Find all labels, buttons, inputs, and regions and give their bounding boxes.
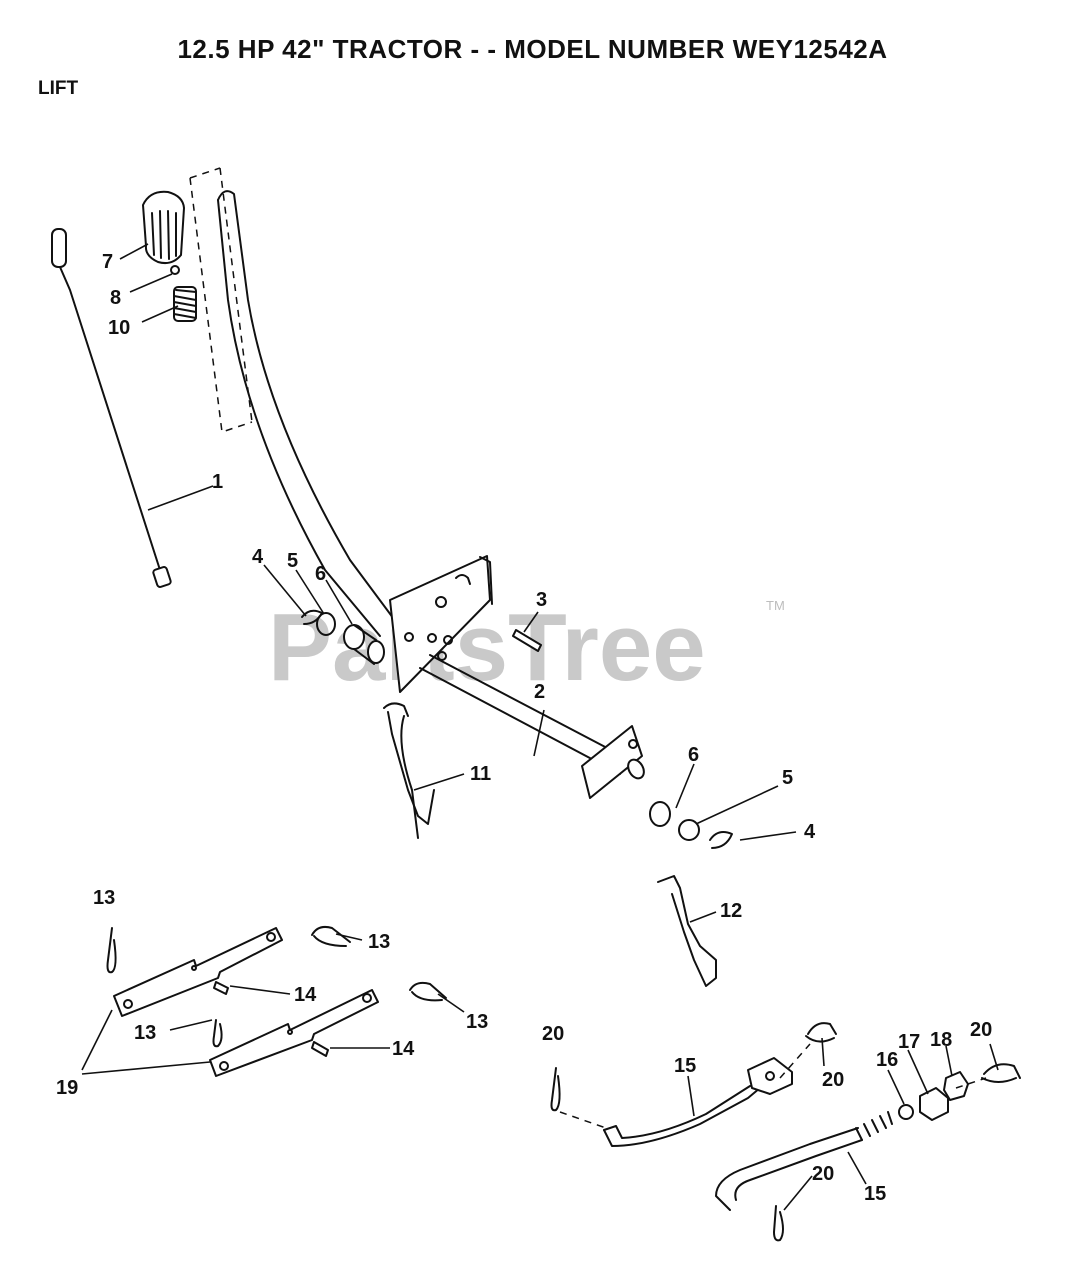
- part-5-washer-right[interactable]: [678, 819, 700, 841]
- part-4-clip-right[interactable]: [709, 831, 733, 849]
- callout-13a: 13: [93, 887, 115, 909]
- part-20-clip-a[interactable]: [550, 1067, 561, 1112]
- callout-4a: 4: [252, 546, 264, 568]
- callout-14a: 14: [294, 984, 317, 1006]
- part-15-adjust-rod-lower[interactable]: [715, 1111, 893, 1211]
- part-7-handle-grip[interactable]: [142, 190, 185, 265]
- leader-lines: [81, 243, 999, 1211]
- callout-1: 1: [212, 471, 223, 493]
- part-10-spring[interactable]: [173, 286, 197, 322]
- callout-5a: 5: [287, 550, 298, 572]
- callout-20c: 20: [970, 1019, 992, 1041]
- watermark: PartsTree: [268, 594, 706, 701]
- callout-11: 11: [470, 763, 491, 785]
- callout-2: 2: [534, 681, 545, 703]
- callout-20b: 20: [822, 1069, 844, 1091]
- lift-handle-arm[interactable]: [217, 190, 403, 637]
- part-13-hairpin-a[interactable]: [106, 927, 117, 974]
- callout-13c: 13: [134, 1022, 156, 1044]
- callout-10: 10: [108, 317, 130, 339]
- trademark-mark: TM: [766, 598, 785, 613]
- part-20-clip-c[interactable]: [981, 1063, 1021, 1083]
- part-2-lift-shaft[interactable]: [419, 654, 647, 799]
- part-15-adjust-rod-upper[interactable]: [603, 1057, 793, 1147]
- part-20-clip-b[interactable]: [805, 1022, 837, 1043]
- callout-labels: 1 2 3 4 4 5 5 6 6 7 8 10 11 12 13 13 13 …: [56, 251, 992, 1205]
- callout-19: 19: [56, 1077, 78, 1099]
- part-11-link-side: [400, 715, 419, 839]
- callout-8: 8: [110, 287, 121, 309]
- part-13-hairpin-d[interactable]: [409, 981, 447, 1002]
- part-16-washer[interactable]: [898, 1104, 914, 1120]
- callout-14b: 14: [392, 1038, 415, 1060]
- part-5-washer-left[interactable]: [316, 612, 336, 636]
- callout-17: 17: [898, 1031, 920, 1053]
- part-13-hairpin-b[interactable]: [311, 925, 351, 947]
- part-8-ball[interactable]: [170, 265, 180, 275]
- callout-6b: 6: [688, 744, 699, 766]
- part-19-lift-link-upper[interactable]: [113, 927, 283, 1017]
- callout-7: 7: [102, 251, 113, 273]
- part-3-pin[interactable]: [512, 629, 542, 652]
- callout-4b: 4: [804, 821, 816, 843]
- part-14-pin-lower[interactable]: [311, 1041, 329, 1057]
- assembly-dashed-line-a: [559, 1111, 607, 1129]
- part-17-trunnion[interactable]: [919, 1087, 949, 1121]
- callout-6a: 6: [315, 563, 326, 585]
- callout-13d: 13: [466, 1011, 488, 1033]
- assembly-dashed-outline: [189, 167, 253, 434]
- lift-bracket-plate[interactable]: [389, 555, 493, 693]
- callout-20d: 20: [812, 1163, 834, 1185]
- callout-3: 3: [536, 589, 547, 611]
- part-11-link[interactable]: [383, 702, 435, 825]
- part-20-clip-d[interactable]: [773, 1205, 784, 1242]
- page-title: 12.5 HP 42" TRACTOR - - MODEL NUMBER WEY…: [177, 34, 888, 64]
- callout-15a: 15: [674, 1055, 696, 1077]
- part-19-lift-link-lower[interactable]: [209, 989, 379, 1077]
- part-1-lift-rod[interactable]: [51, 228, 172, 588]
- part-6-bushing-left[interactable]: [343, 624, 385, 665]
- part-13-hairpin-c[interactable]: [212, 1019, 223, 1048]
- callout-18: 18: [930, 1029, 952, 1051]
- callout-16: 16: [876, 1049, 898, 1071]
- part-6-bushing-right[interactable]: [649, 801, 671, 827]
- part-14-pin-upper[interactable]: [213, 981, 229, 995]
- part-12-link[interactable]: [657, 875, 717, 987]
- callout-15b: 15: [864, 1183, 886, 1205]
- part-18-nut[interactable]: [943, 1071, 969, 1101]
- callout-12: 12: [720, 900, 742, 922]
- callout-13b: 13: [368, 931, 390, 953]
- callout-20a: 20: [542, 1023, 564, 1045]
- callout-5b: 5: [782, 767, 793, 789]
- assembly-dashed-line-b: [779, 1043, 811, 1079]
- assembly-dashed-line-c: [955, 1077, 987, 1089]
- section-label: LIFT: [38, 78, 79, 99]
